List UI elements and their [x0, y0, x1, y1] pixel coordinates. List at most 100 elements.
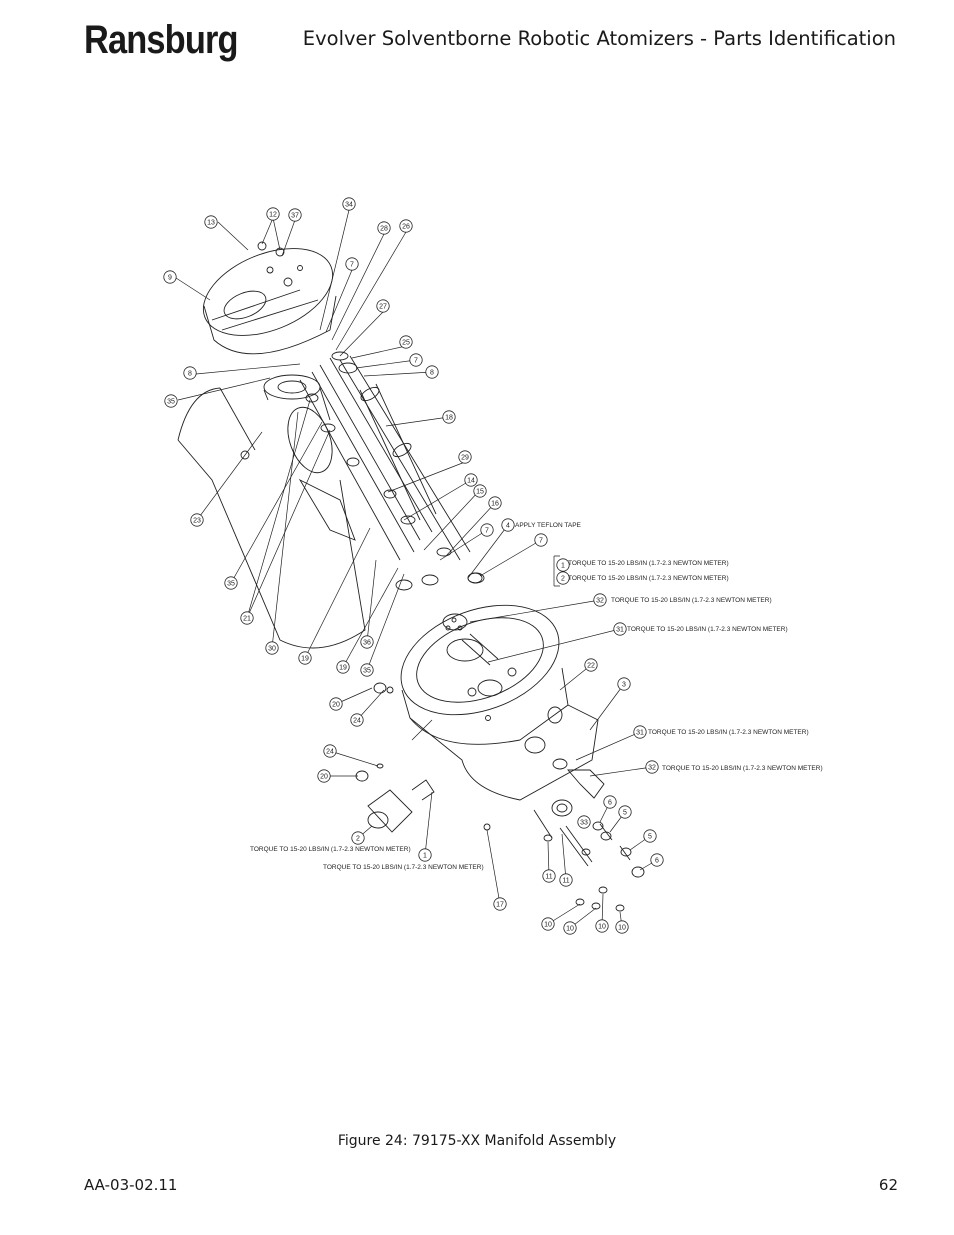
- balloon-circle: [617, 677, 631, 691]
- balloon-label: 20: [320, 773, 328, 780]
- balloon-circle: [584, 658, 598, 672]
- shafts-drawing: [299, 351, 485, 591]
- balloon-item: 35: [360, 663, 374, 677]
- balloon-label: 19: [301, 655, 309, 662]
- balloon-item: 35: [224, 576, 238, 590]
- balloon-item: 11: [542, 869, 556, 883]
- balloon-label: 21: [243, 615, 251, 622]
- balloon-label: 25: [402, 339, 410, 346]
- balloon-item: 13: [204, 215, 218, 229]
- balloon-circle: [350, 713, 364, 727]
- balloon-circle: [418, 848, 432, 862]
- balloon-label: 1: [561, 562, 565, 569]
- balloon-label: 5: [623, 809, 627, 816]
- balloon-circle: [183, 366, 197, 380]
- balloon-item: 15: [473, 484, 487, 498]
- balloon-label: 8: [430, 369, 434, 376]
- balloon-circle: [442, 410, 456, 424]
- balloon-circle: [190, 513, 204, 527]
- note-torque-2: TORQUE TO 15-20 LBS/IN (1.7-2.3 NEWTON M…: [568, 575, 729, 582]
- balloon-item: 8: [425, 365, 439, 379]
- balloon-circle: [399, 219, 413, 233]
- balloon-item: 17: [493, 897, 507, 911]
- balloon-item: 26: [399, 219, 413, 233]
- balloon-item: 1: [556, 558, 570, 572]
- balloon-circle: [473, 484, 487, 498]
- balloon-label: 11: [562, 877, 569, 884]
- balloon-circle: [377, 221, 391, 235]
- note-torque-32-top: TORQUE TO 15-20 LBS/IN (1.7-2.3 NEWTON M…: [611, 597, 772, 604]
- balloon-label: 7: [485, 527, 489, 534]
- balloon-item: 4: [501, 518, 515, 532]
- balloon-label: 9: [168, 274, 172, 281]
- balloon-circle: [204, 215, 218, 229]
- balloon-circle: [645, 760, 659, 774]
- balloon-circle: [563, 921, 577, 935]
- document-title: Evolver Solventborne Robotic Atomizers -…: [302, 27, 896, 50]
- balloon-label: 6: [655, 857, 659, 864]
- balloon-label: 15: [476, 488, 484, 495]
- balloon-item: 10: [595, 919, 609, 933]
- balloon-circle: [613, 622, 627, 636]
- balloon-circle: [603, 795, 617, 809]
- balloon-label: 24: [353, 717, 361, 724]
- note-torque-item-2: TORQUE TO 15-20 LBS/IN (1.7-2.3 NEWTON M…: [250, 846, 411, 853]
- balloon-circle: [595, 919, 609, 933]
- balloon-label: 2: [561, 575, 565, 582]
- balloon-label: 2: [356, 835, 360, 842]
- balloon-circle: [633, 725, 647, 739]
- balloon-circle: [493, 897, 507, 911]
- ransburg-logo: Ransburg: [84, 18, 239, 62]
- balloon-label: 5: [648, 833, 652, 840]
- balloon-item: 23: [190, 513, 204, 527]
- balloon-circle: [577, 815, 591, 829]
- manifold-body-drawing: [400, 604, 599, 801]
- balloon-item: 22: [584, 658, 598, 672]
- balloon-item: 8: [183, 366, 197, 380]
- balloon-circle: [323, 744, 337, 758]
- balloon-label: 28: [380, 225, 388, 232]
- balloon-item: 25: [399, 335, 413, 349]
- balloon-label: 6: [608, 799, 612, 806]
- balloon-item: 3: [617, 677, 631, 691]
- balloon-item: 1: [418, 848, 432, 862]
- document-number: AA-03-02.11: [84, 1176, 178, 1194]
- balloon-label: 26: [402, 223, 410, 230]
- balloon-item: 21: [240, 611, 254, 625]
- balloon-circle: [351, 831, 365, 845]
- balloon-item: 29: [458, 450, 472, 464]
- balloon-circle: [329, 697, 343, 711]
- balloon-label: 33: [580, 819, 588, 826]
- balloon-label: 10: [544, 921, 552, 928]
- balloon-item: 19: [298, 651, 312, 665]
- balloon-item: 20: [329, 697, 343, 711]
- balloon-item: 27: [376, 299, 390, 313]
- balloon-item: 5: [618, 805, 632, 819]
- balloon-circle: [265, 641, 279, 655]
- note-torque-32-side: TORQUE TO 15-20 LBS/IN (1.7-2.3 NEWTON M…: [662, 765, 823, 772]
- balloon-circle: [360, 663, 374, 677]
- balloon-label: 23: [193, 517, 201, 524]
- balloon-item: 30: [265, 641, 279, 655]
- balloon-circle: [541, 917, 555, 931]
- balloon-label: 10: [618, 924, 626, 931]
- balloon-item: 10: [615, 920, 629, 934]
- balloon-item: 6: [650, 853, 664, 867]
- balloon-label: 16: [491, 500, 499, 507]
- leader-lines: [175, 209, 658, 929]
- balloon-label: 37: [291, 212, 299, 219]
- balloon-item: 7: [409, 353, 423, 367]
- balloon-label: 12: [269, 211, 277, 218]
- note-torque-1: TORQUE TO 15-20 LBS/IN (1.7-2.3 NEWTON M…: [568, 560, 729, 567]
- balloon-item: 6: [603, 795, 617, 809]
- balloon-label: 30: [268, 645, 276, 652]
- balloon-label: 11: [545, 873, 552, 880]
- upper-cap-drawing: [202, 241, 337, 355]
- balloon-item: 16: [488, 496, 502, 510]
- figure-caption: Figure 24: 79175-XX Manifold Assembly: [337, 1133, 617, 1149]
- balloon-label: 19: [339, 664, 347, 671]
- balloon-circle: [618, 805, 632, 819]
- balloon-item: 34: [342, 197, 356, 211]
